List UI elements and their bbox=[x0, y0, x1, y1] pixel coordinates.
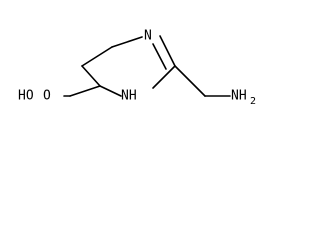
bond-c2-ch2 bbox=[174, 65, 206, 97]
atom-labels: N NH NH 2 HO O bbox=[18, 29, 256, 108]
amine-label: NH bbox=[231, 89, 247, 104]
bond-c4-c5 bbox=[81, 65, 101, 87]
bond-n1-c2-double bbox=[152, 43, 167, 70]
bond-c4-carboxyl bbox=[69, 85, 101, 97]
amine-subscript: 2 bbox=[250, 96, 256, 107]
ring-bonds bbox=[81, 35, 176, 97]
bond-n3-c4 bbox=[99, 85, 122, 97]
ring-nitrogen-label: N bbox=[144, 29, 152, 44]
chemical-structure: N NH NH 2 HO O bbox=[18, 29, 256, 108]
bond-c6-n1 bbox=[111, 36, 143, 48]
bond-c2-n3 bbox=[152, 65, 176, 89]
ring-nh-label: NH bbox=[121, 89, 137, 104]
bond-n1-c2 bbox=[159, 35, 176, 67]
bond-c6-c5 bbox=[81, 46, 113, 67]
substituent-bonds bbox=[63, 65, 231, 97]
carboxyl-ho-label: HO bbox=[18, 89, 34, 104]
carboxyl-oxygen-label: O bbox=[43, 89, 51, 104]
